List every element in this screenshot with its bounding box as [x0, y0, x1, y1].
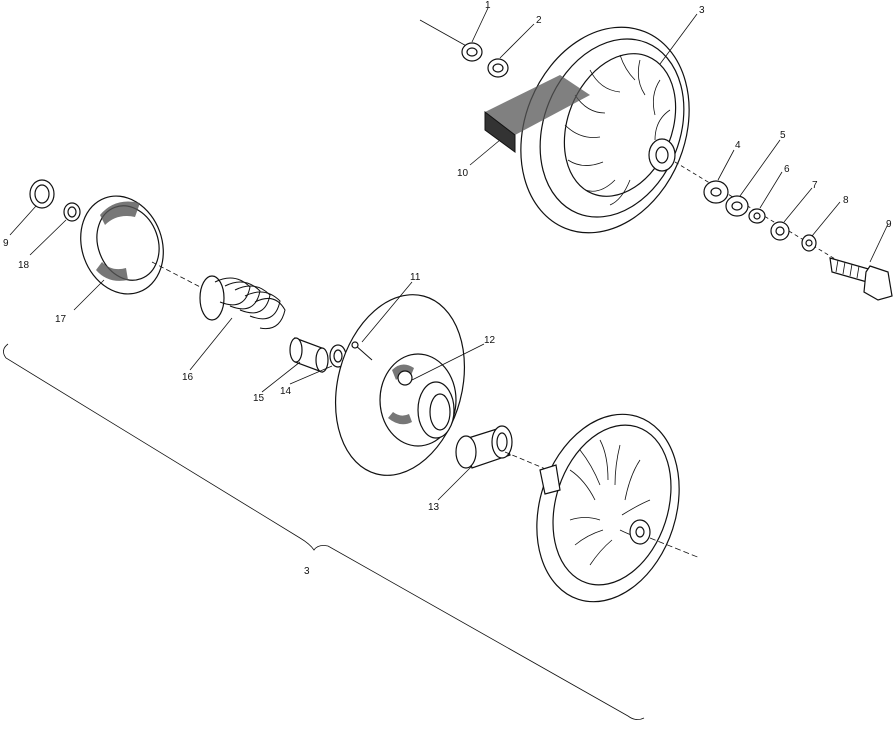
callout-17: 17: [55, 314, 67, 325]
callout-8: 8: [843, 195, 849, 206]
part-4-washer: [703, 180, 729, 204]
callout-2: 2: [536, 15, 542, 26]
part-9-snap-ring: [29, 179, 55, 209]
callout-12: 12: [484, 335, 496, 346]
callout-15: 15: [253, 393, 265, 404]
part-10-drive-belt-section: [484, 75, 590, 153]
assembly-bracket: [3, 343, 645, 720]
callout-3: 3: [699, 5, 705, 16]
part-2-washer: [487, 58, 509, 78]
callout-7: 7: [812, 180, 818, 191]
part-6-spacer: [748, 208, 766, 224]
callout-10: 10: [457, 168, 469, 179]
part-16-spring: [199, 275, 286, 330]
part-3-stationary-sheave: [419, 19, 690, 234]
callout-6: 6: [784, 164, 790, 175]
part-5-washer: [725, 195, 749, 217]
callout-3-assembly: 3: [304, 566, 310, 577]
part-13-bearing: [455, 425, 513, 469]
callout-1: 1: [485, 0, 491, 11]
callout-4: 4: [735, 140, 741, 151]
callout-9-bolt: 9: [886, 219, 892, 230]
callout-18: 18: [18, 260, 30, 271]
callout-11: 11: [410, 272, 421, 283]
callout-13: 13: [428, 502, 440, 513]
part-11-screw: [351, 341, 373, 361]
part-17-cam: [80, 195, 164, 295]
part-12-moveable-sheave: [334, 294, 466, 476]
callout-labels: 1 2 3 4 5 6 7 8 9 10 9 18 17 16 11 12 15…: [3, 0, 892, 577]
leader-lines: [9, 7, 889, 501]
part-1-nut: [461, 42, 483, 62]
callout-16: 16: [182, 372, 194, 383]
callout-5: 5: [780, 130, 786, 141]
part-9-bolt: [829, 257, 893, 301]
callout-14: 14: [280, 386, 292, 397]
callout-9-snap-ring: 9: [3, 238, 9, 249]
part-7-washer: [770, 221, 790, 241]
driven-sheave-lower: [536, 413, 680, 603]
part-8-lock-nut: [801, 234, 817, 252]
part-18-washer: [63, 202, 81, 222]
part-15-bushing: [289, 337, 329, 373]
